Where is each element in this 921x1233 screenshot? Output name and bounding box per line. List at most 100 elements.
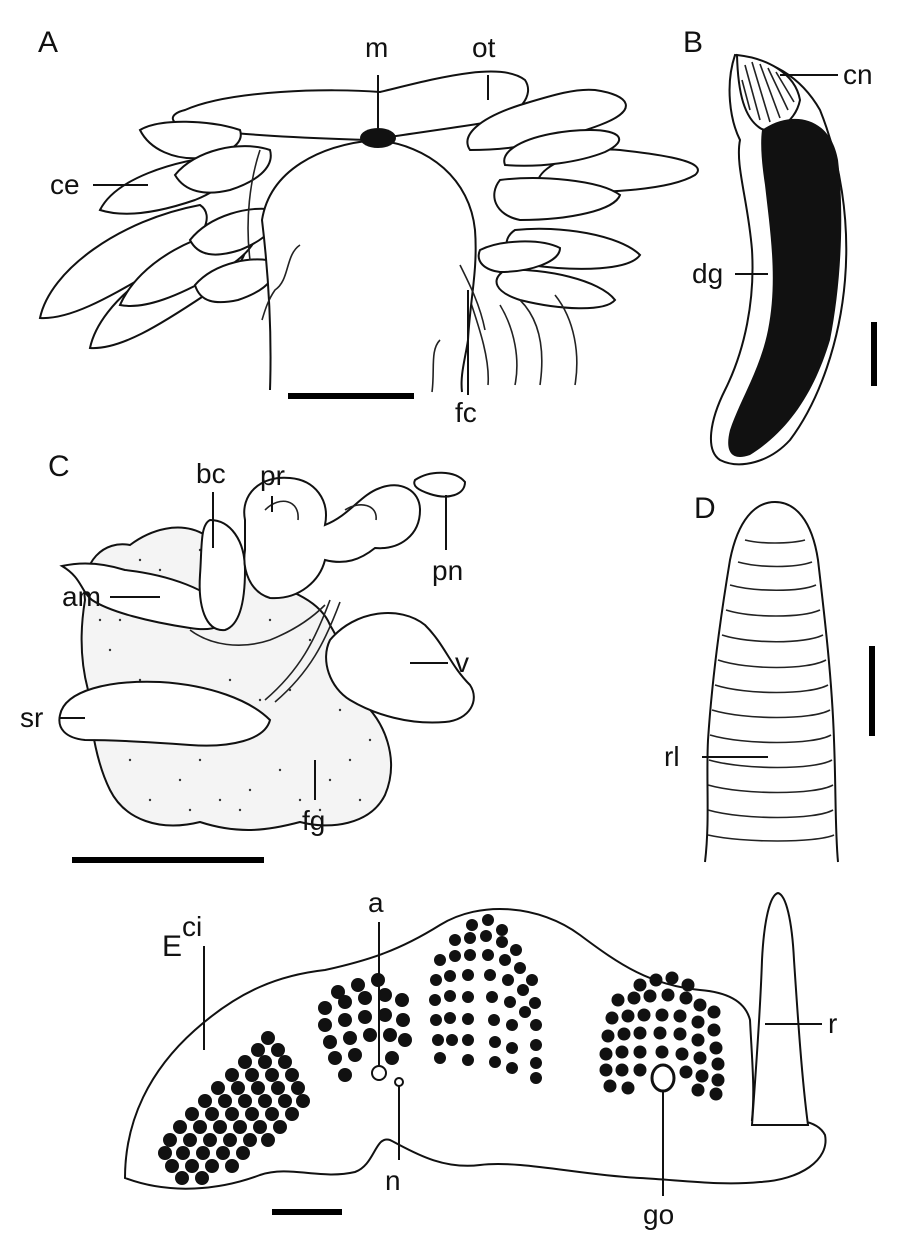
cerata-dot — [506, 1062, 518, 1074]
cerata-dot — [506, 1042, 518, 1054]
cerata-dot — [243, 1133, 257, 1147]
cerata-dot — [258, 1094, 272, 1108]
panel-b: B cn dg — [683, 26, 874, 464]
label-pr: pr — [260, 460, 285, 491]
anus-opening — [372, 1066, 386, 1080]
cerata-dot — [496, 936, 508, 948]
cerata-dot — [216, 1146, 230, 1160]
cerata-dot — [223, 1133, 237, 1147]
cerata-dot — [529, 997, 541, 1009]
cerata-dot — [291, 1081, 305, 1095]
label-am: am — [62, 581, 101, 612]
genital-opening — [652, 1065, 674, 1091]
cerata-dot — [385, 1051, 399, 1065]
panel-b-letter: B — [683, 26, 703, 59]
cerata-dot — [466, 919, 478, 931]
panel-e-letter: E — [162, 930, 182, 963]
rhinophore-e — [752, 893, 808, 1125]
cerata-dot — [634, 1027, 647, 1040]
cerata-dot — [363, 1028, 377, 1042]
cerata-dot — [278, 1094, 292, 1108]
cerata-dot — [510, 944, 522, 956]
cerata-dot — [666, 972, 679, 985]
cerata-dot — [318, 1001, 332, 1015]
cerata-left — [40, 122, 276, 348]
bursa-copulatrix — [200, 520, 245, 630]
cerata-dot — [462, 969, 474, 981]
penis — [414, 473, 465, 497]
label-a: a — [368, 887, 384, 918]
panel-a: A — [38, 26, 698, 428]
label-cn: cn — [843, 59, 873, 90]
cerata-dot — [656, 1009, 669, 1022]
cerata-dot — [618, 1028, 631, 1041]
cerata-dot — [444, 990, 456, 1002]
cerata-dot — [530, 1057, 542, 1069]
cerata-dot — [245, 1107, 259, 1121]
panel-a-letter: A — [38, 26, 58, 59]
cerata-dot — [514, 962, 526, 974]
cerata-dot — [251, 1081, 265, 1095]
cerata-dot — [634, 1046, 647, 1059]
cerata-dot — [482, 914, 494, 926]
cerata-dot — [517, 984, 529, 996]
cerata-dot — [449, 950, 461, 962]
cerata-dot — [278, 1055, 292, 1069]
cerata-dot — [338, 995, 352, 1009]
cerata-dot — [185, 1159, 199, 1173]
label-pn: pn — [432, 555, 463, 586]
cerata-dot — [680, 992, 693, 1005]
cerata-dot — [258, 1055, 272, 1069]
cerata-dot — [430, 1014, 442, 1026]
label-rl: rl — [664, 741, 680, 772]
cerata-dot — [696, 1070, 709, 1083]
cerata-dot — [328, 1051, 342, 1065]
label-fc: fc — [455, 397, 477, 428]
cerata-dot — [434, 954, 446, 966]
cerata-dot — [712, 1058, 725, 1071]
cerata-dot — [634, 979, 647, 992]
cerata-dot — [323, 1035, 337, 1049]
panel-d: D rl — [664, 492, 872, 862]
panel-d-letter: D — [694, 492, 716, 525]
cerata-dot — [198, 1094, 212, 1108]
cerata-dot — [449, 934, 461, 946]
cerata-dot — [271, 1081, 285, 1095]
cerata-dot — [504, 996, 516, 1008]
label-dg: dg — [692, 258, 723, 289]
cerata-dot — [710, 1088, 723, 1101]
cerata-dot — [173, 1120, 187, 1134]
cerata-dot — [251, 1043, 265, 1057]
cerata-dot — [676, 1048, 689, 1061]
cerata-dot — [265, 1068, 279, 1082]
cerata-dot — [462, 1013, 474, 1025]
cerata-dot — [395, 993, 409, 1007]
cerata-dot — [600, 1064, 613, 1077]
cerata-dot — [358, 991, 372, 1005]
cerata-dot — [183, 1133, 197, 1147]
cerata-dot — [489, 1036, 501, 1048]
cerata-dot — [692, 1034, 705, 1047]
cerata-dot — [462, 1034, 474, 1046]
cerata-dot — [205, 1107, 219, 1121]
cerata-dot — [175, 1171, 189, 1185]
cerata-dot — [708, 1024, 721, 1037]
cerata-dot — [530, 1039, 542, 1051]
cerata-dot — [253, 1120, 267, 1134]
cerata-dot — [654, 1027, 667, 1040]
cerata-dot — [225, 1068, 239, 1082]
cerata-dot — [496, 924, 508, 936]
cerata-dot — [196, 1146, 210, 1160]
cerata-dot — [692, 1016, 705, 1029]
cerata-dot — [712, 1074, 725, 1087]
cerata-dot — [444, 970, 456, 982]
cerata-dot — [285, 1068, 299, 1082]
cerata-dot — [616, 1046, 629, 1059]
cerata-dot — [484, 969, 496, 981]
cerata-dot — [674, 1028, 687, 1041]
cerata-dot — [273, 1120, 287, 1134]
cerata-dot — [462, 991, 474, 1003]
panel-c: C — [20, 450, 474, 860]
